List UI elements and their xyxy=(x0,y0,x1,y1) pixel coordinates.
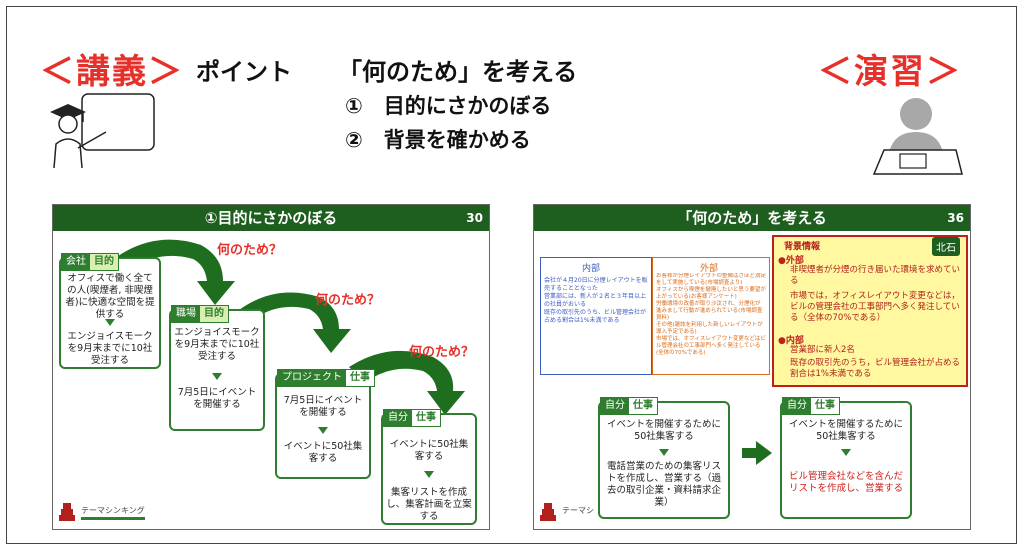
bg-external-label: ●外部 xyxy=(778,256,804,266)
lecturer-icon xyxy=(50,93,155,169)
external-line: 労働環境の改善が取り沙汰され、分煙化が進みまして行動が進められている(市場調査資… xyxy=(656,301,763,321)
slide-footer: テーマシ xyxy=(562,506,594,515)
down-arrow-icon xyxy=(212,373,222,380)
tag-self-before: 自分仕事 xyxy=(600,397,658,415)
external-line: その他(雑誌を利用した新しいレイアウトが導入予定である) xyxy=(656,322,763,335)
bg-external-1: 非喫煙者が分煙の行き届いた環境を求めている xyxy=(790,265,961,286)
card-workplace-text-2: 7月5日にイベントを開催する xyxy=(177,387,257,410)
down-arrow-icon xyxy=(424,471,434,478)
card-before-text-1: イベントを開催するために50社集客する xyxy=(606,419,721,442)
bg-internal-label: ●内部 xyxy=(778,336,804,346)
background-info-box xyxy=(772,235,968,387)
internal-box xyxy=(540,257,652,375)
card-workplace-text-1: エンジョイスモークを9月末までに10社受注する xyxy=(174,327,260,362)
slide-title-bar: 「何のため」を考える 36 xyxy=(534,205,970,231)
external-lines: お客様が分煙レイアウトの整備はさほど満足をして実施している(市場調査より) オフ… xyxy=(656,273,766,373)
background-info-badge: 北石 xyxy=(932,237,960,256)
tag-label: 自分 xyxy=(384,410,412,426)
tag-workplace: 職場目的 xyxy=(171,305,229,323)
tag-label: プロジェクト xyxy=(278,370,346,386)
internal-label: 内部 xyxy=(582,264,601,274)
tag-type: 仕事 xyxy=(629,398,657,414)
footer-bar xyxy=(81,517,145,520)
slide-number: 36 xyxy=(947,211,964,225)
exercise-heading: ＜演習＞ xyxy=(818,52,962,92)
student-icon xyxy=(872,98,963,175)
tag-label: 自分 xyxy=(601,398,629,414)
card-self-text-1: イベントに50社集客する xyxy=(389,439,469,462)
page-title: 「何のため」を考える xyxy=(338,58,578,86)
card-after-text-1: イベントを開催するために50社集客する xyxy=(788,419,903,442)
card-project-text-1: 7月5日にイベントを開催する xyxy=(283,395,363,418)
internal-lines: 会社が４月20日に分煙レイアウトを販売することとなった 営業部には、新人が２名と… xyxy=(544,277,648,325)
tag-label: 自分 xyxy=(783,398,811,414)
background-info-title: 背景情報 xyxy=(784,242,821,252)
tag-self: 自分仕事 xyxy=(383,409,441,427)
why-label-3: 何のため？ xyxy=(409,345,475,360)
internal-line: 会社が４月20日に分煙レイアウトを販売することとなった xyxy=(544,277,648,292)
external-line: オフィスから喫煙を撤廃したいと思う要望が上がっている(お客様アンケート) xyxy=(656,287,766,300)
card-self-before xyxy=(598,401,730,519)
right-arrow-icon xyxy=(742,441,772,465)
tag-type: 目的 xyxy=(90,254,118,270)
curved-arrows xyxy=(111,239,465,415)
internal-line: 営業部には、新人が２名と３年目以上の社員がおいる xyxy=(544,293,647,308)
slide-footer: テーマシンキング xyxy=(81,506,145,515)
card-before-text-2: 電話営業のための集客リストを作成し、営業する（過去の取引企業・資料請求企業） xyxy=(606,461,721,508)
point-item-1: ① 目的にさかのぼる xyxy=(345,94,552,118)
bg-internal-1: 営業部に新人2名 xyxy=(790,345,855,355)
card-self-after xyxy=(780,401,912,519)
tag-type: 仕事 xyxy=(811,398,839,414)
tag-type: 目的 xyxy=(200,306,228,322)
external-line: お客様が分煙レイアウトの整備はさほど満足をして実施している(市場調査より) xyxy=(656,273,766,286)
tag-company: 会社目的 xyxy=(61,253,119,271)
tag-type: 仕事 xyxy=(346,370,374,386)
slide-title: 「何のため」を考える xyxy=(677,209,827,227)
tag-type: 仕事 xyxy=(412,410,440,426)
logo-icon xyxy=(540,503,556,521)
tag-self-after: 自分仕事 xyxy=(782,397,840,415)
point-label: ポイント xyxy=(196,58,292,86)
internal-line: 既存の取引先のうち、ビル管理会社が占める割合は1%未満である xyxy=(544,309,647,324)
bg-external-2: 市場では，オフィスレイアウト変更などは，ビルの管理会社の工事部門へ多く発注してい… xyxy=(790,291,960,323)
why-label-1: 何のため？ xyxy=(217,243,283,258)
card-company-text-1: オフィスで働く全ての人(喫煙者, 非喫煙者)に快適な空間を提供する xyxy=(65,273,155,320)
card-project-text-2: イベントに50社集客する xyxy=(283,441,363,464)
slide-title: ①目的にさかのぼる xyxy=(204,209,338,227)
down-arrow-icon xyxy=(659,449,669,456)
down-arrow-icon xyxy=(841,449,851,456)
card-company-text-2: エンジョイスモークを9月末までに10社受注する xyxy=(67,331,153,366)
slide-title-bar: ①目的にさかのぼる 30 xyxy=(53,205,489,231)
external-line: 市場では、オフィスレイアウト変更などはビル管理会社の工事部門へ多く発注している(… xyxy=(656,336,766,356)
down-arrow-icon xyxy=(318,427,328,434)
why-label-2: 何のため？ xyxy=(315,293,381,308)
logo-icon xyxy=(59,503,75,521)
card-self-text-2: 集客リストを作成し、集客計画を立案する xyxy=(386,487,472,522)
slide-background: 「何のため」を考える 36 内部 会社が４月20日に分煙レイアウトを販売すること… xyxy=(533,204,971,530)
lecture-heading: ＜講義＞ xyxy=(40,52,184,92)
tag-label: 職場 xyxy=(172,306,200,322)
down-arrow-icon xyxy=(105,319,115,326)
tag-label: 会社 xyxy=(62,254,90,270)
card-after-text-2: ビル管理会社などを含んだリストを作成し、営業する xyxy=(788,471,903,494)
external-box xyxy=(652,257,770,375)
tag-project: プロジェクト仕事 xyxy=(277,369,375,387)
slide-number: 30 xyxy=(466,211,483,225)
bg-internal-2: 既存の取引先のうち，ビル管理会社が占める割合は1%未満である xyxy=(790,358,961,379)
card-self xyxy=(381,413,477,525)
point-item-2: ② 背景を確かめる xyxy=(345,128,531,152)
page-frame xyxy=(6,6,1017,544)
external-label: 外部 xyxy=(700,264,719,274)
slide-purpose: ①目的にさかのぼる 30 何のため？ 何のため？ 何のため？ 会社目的 オフィス… xyxy=(52,204,490,530)
